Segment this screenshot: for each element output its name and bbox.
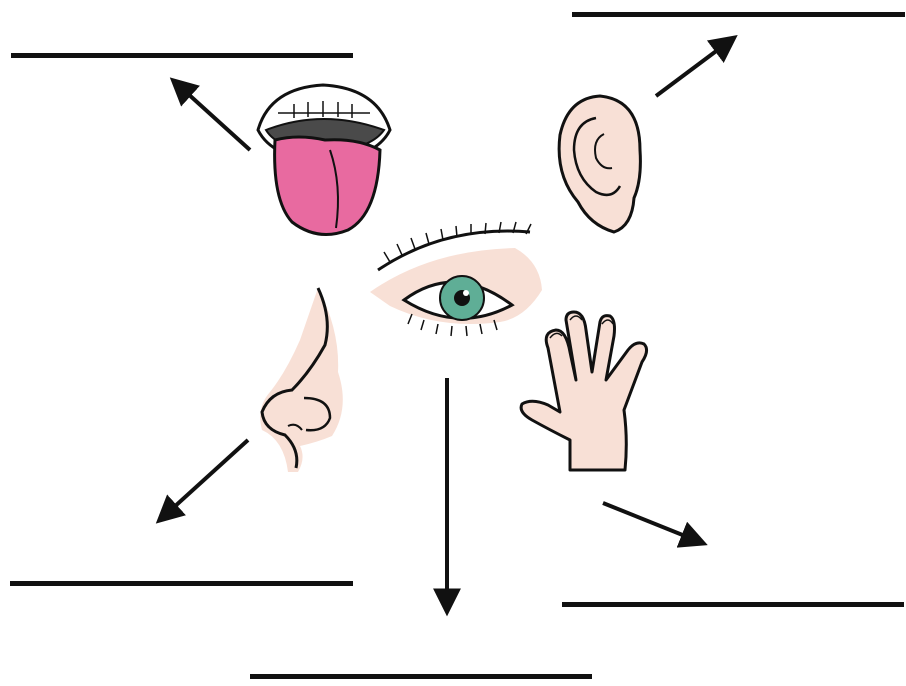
arrow-hearing: [656, 40, 731, 96]
arrow-smell: [162, 440, 248, 518]
answer-line-taste[interactable]: [11, 53, 353, 58]
answer-line-touch[interactable]: [562, 602, 904, 607]
answer-line-hearing[interactable]: [572, 12, 905, 17]
eye-icon: [370, 222, 542, 336]
arrow-taste: [176, 83, 250, 150]
answer-line-smell[interactable]: [10, 581, 353, 586]
arrows: [162, 40, 731, 608]
nose-icon: [260, 288, 343, 472]
answer-line-sight[interactable]: [250, 674, 592, 679]
arrow-touch: [603, 503, 700, 542]
hand-icon: [521, 312, 646, 470]
ear-icon: [559, 96, 640, 232]
mouth-tongue-icon: [258, 85, 390, 235]
